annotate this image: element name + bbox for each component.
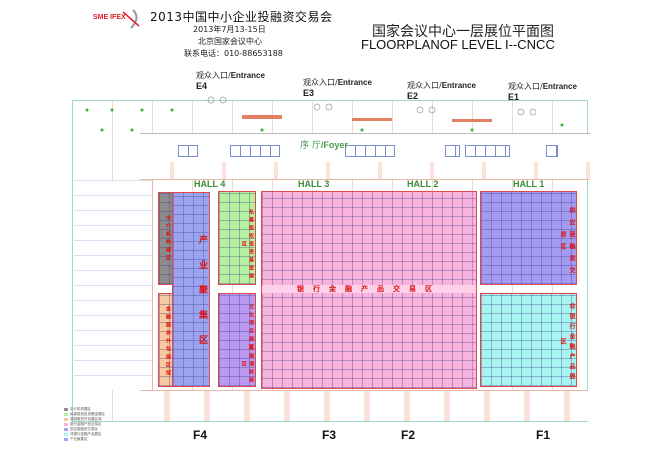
foyer-label: 序 厅/Foyer [300,138,348,151]
service-rooms-bottom [140,390,588,421]
foyer-booths [345,145,395,157]
legend-item: 银行金融产品交易区 [64,422,105,427]
entrance-label-cn: 观众入口/ [303,78,338,87]
zone-label: 中介机构展区 [165,215,171,263]
plan-title-cn: 国家会议中心一层展位平面图 [372,24,554,40]
zone-label: 私募股权投资基金展区 [241,209,254,281]
legend-label: 银行金融产品交易区 [70,422,102,426]
logo: SME IFEX [93,8,145,30]
legend-label: 金融服务外包展区域 [70,417,102,421]
entrance-label-cn: 观众入口/ [196,71,231,80]
zone-culture-wealth[interactable]: 文化项目展区 高端理财展区 [218,293,256,387]
legend-label: 供应链融资交易区 [70,427,98,431]
floor-label-f3: F3 [322,428,337,442]
legend-label: 私募股权投资基金展区 [70,412,105,416]
legend-swatch [64,422,68,426]
zone-label: 非银行金融产品展区 [559,303,575,383]
hall-3-label: HALL 3 [298,179,330,189]
legend-label: 中介机构展区 [70,407,91,411]
zone-outsourcing[interactable]: 金融服务外包展区域 [158,293,173,387]
floor-label-f1: F1 [536,428,551,442]
event-contact: 联系电话：010-88653188 [184,49,283,58]
hall-4-label: HALL 4 [194,179,226,189]
legend-swatch [64,412,68,416]
logo-swoosh-icon [122,9,140,29]
foyer-label-cn: 序 厅 [300,141,321,151]
zone-agency[interactable]: 中介机构展区 [158,192,173,285]
zone-non-bank[interactable]: 非银行金融产品展区 [480,293,577,387]
zone-supply-chain[interactable]: 供应链融资交易区 [480,191,577,285]
foyer-booths [230,145,280,157]
foyer-booths [546,145,558,157]
legend-item: 私募股权投资基金展区 [64,412,105,417]
hall-2-label: HALL 2 [407,179,439,189]
legend-label: 非银行金融产品展区 [70,432,102,436]
legend-swatch [64,432,68,436]
entrance-doors-icon [85,96,564,132]
legend-label: 产业聚集区 [70,437,88,441]
aisle [262,285,476,293]
zone-industry-cluster[interactable]: 产业聚集区 [172,192,210,387]
zone-label: 产业聚集区 [197,235,207,360]
entrance-code: E3 [303,88,315,98]
foyer-label-en: /Foyer [320,140,348,150]
event-venue: 北京国家会议中心 [198,37,262,46]
entrance-code: E1 [508,92,520,102]
legend: 中介机构展区 私募股权投资基金展区 金融服务外包展区域 银行金融产品交易区 供应… [64,407,105,442]
entrance-label-en: Entrance [337,78,372,87]
hall-1-label: HALL 1 [513,179,545,189]
zone-label: 供应链融资交易区 [559,207,575,279]
entrance-label-en: Entrance [230,71,265,80]
legend-swatch [64,427,68,431]
zone-label: 高端理财展区 [241,345,254,385]
legend-item: 供应链融资交易区 [64,427,105,432]
legend-item: 非银行金融产品展区 [64,432,105,437]
zone-label: 银行金融产品交易区 [297,285,441,293]
floor-label-f2: F2 [401,428,416,442]
entrance-code: E2 [407,91,419,101]
event-date: 2013年7月13-15日 [193,25,266,34]
legend-swatch [64,417,68,421]
logo-text: SME IFEX [93,14,126,21]
legend-swatch [64,437,68,441]
legend-swatch [64,407,68,411]
legend-item: 产业聚集区 [64,437,105,442]
floor-label-f4: F4 [193,428,208,442]
entrance-label-cn: 观众入口/ [407,81,442,90]
event-title: 2013中国中小企业投融资交易会 [150,10,333,24]
zone-private-equity[interactable]: 私募股权投资基金展区 [218,191,256,285]
entrance-label-en: Entrance [441,81,476,90]
foyer-booths [178,145,198,157]
foyer-booths [445,145,460,157]
entrance-label-cn: 观众入口/ [508,82,543,91]
legend-item: 金融服务外包展区域 [64,417,105,422]
entrance-code: E4 [196,81,208,91]
zone-bank-products[interactable]: 银行金融产品交易区 [261,191,477,389]
west-wing-rooms [74,180,153,390]
zone-label: 文化项目展区 [248,304,254,352]
service-rooms-top [140,162,590,180]
plan-title-en: FLOORPLANOF LEVEL I--CNCC [361,37,555,52]
zone-label: 金融服务外包展区域 [165,306,171,378]
foyer-booths [465,145,510,157]
legend-item: 中介机构展区 [64,407,105,412]
entrance-label-en: Entrance [542,82,577,91]
